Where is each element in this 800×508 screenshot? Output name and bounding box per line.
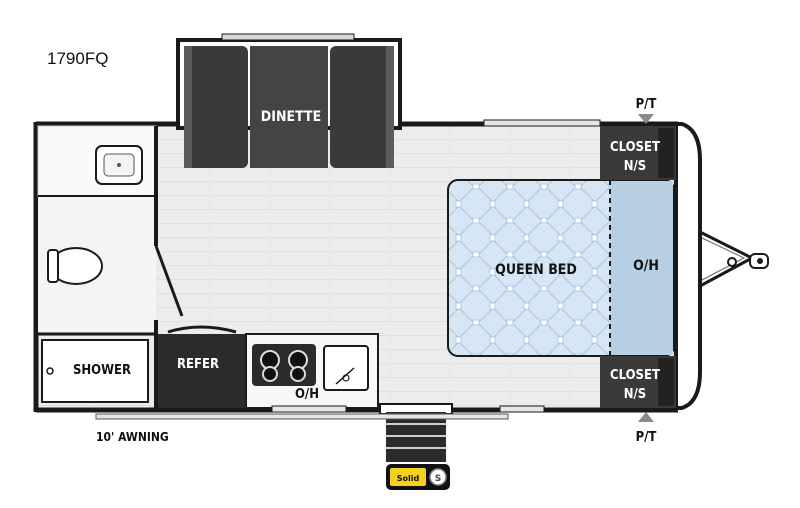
- bathroom: SHOWER: [37, 125, 184, 408]
- dinette-slideout: DINETTE: [176, 33, 402, 168]
- window-bottom-left: [271, 405, 347, 413]
- awning-label: 10' AWNING: [96, 430, 169, 444]
- shower-label: SHOWER: [73, 363, 131, 378]
- queen-bed-label: QUEEN BED: [495, 262, 577, 278]
- queen-bed: QUEEN BED O/H: [447, 179, 675, 357]
- solid-step-badge: Solid S: [386, 464, 450, 490]
- closet-top-label-1: CLOSET: [610, 140, 660, 155]
- exterior-walls: [33, 121, 678, 413]
- refrigerator: REFER: [158, 325, 246, 408]
- solid-step-logo-text: Solid: [397, 474, 420, 483]
- pt-marker-bottom: P/T: [636, 412, 657, 445]
- kitchen-counter: O/H: [245, 333, 379, 409]
- arrow-up-icon: [638, 412, 654, 422]
- kitchen-overhead-label: O/H: [295, 387, 319, 402]
- closet-top-label-2: N/S: [624, 159, 646, 174]
- closet-bottom-label-2: N/S: [624, 387, 646, 402]
- pt-bottom-label: P/T: [636, 430, 657, 445]
- dinette-label: DINETTE: [261, 109, 321, 125]
- front-cap: [674, 122, 702, 410]
- window-bottom-right: [499, 405, 545, 413]
- closet-top: CLOSET N/S: [600, 126, 676, 180]
- overhead-bed-label: O/H: [633, 258, 659, 274]
- model-label: 1790FQ: [47, 49, 108, 68]
- badge-emblem-icon: [429, 468, 447, 486]
- closet-bottom-label-1: CLOSET: [610, 368, 660, 383]
- entry-steps: [379, 403, 453, 462]
- arrow-down-icon: [638, 114, 654, 124]
- toilet-icon: [47, 247, 103, 285]
- shower-pan: [41, 339, 149, 403]
- awning: 10' AWNING: [95, 413, 509, 444]
- tongue-hitch: [699, 230, 769, 288]
- window-top: [483, 119, 601, 127]
- pt-top-label: P/T: [636, 97, 657, 112]
- kitchen-sink-icon: [323, 345, 369, 391]
- svg-text:S: S: [435, 474, 441, 484]
- refer-label: REFER: [177, 357, 219, 372]
- pt-marker-top: P/T: [636, 97, 657, 124]
- closet-bottom: CLOSET N/S: [600, 356, 676, 408]
